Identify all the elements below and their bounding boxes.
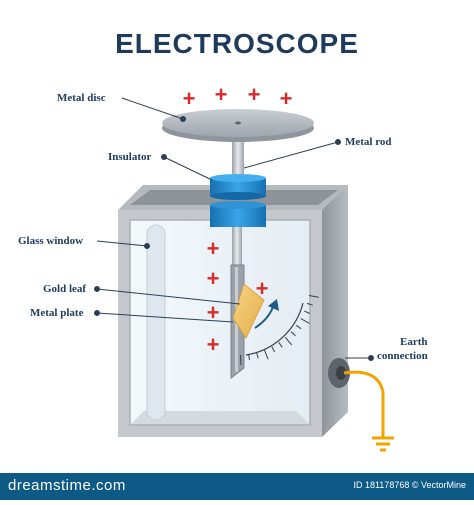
leader-dot-metal-plate: [95, 311, 100, 316]
diagram-title: ELECTROSCOPE: [0, 28, 474, 60]
leader-dot-metal-disc: [181, 117, 186, 122]
label-insulator: Insulator: [108, 151, 151, 163]
footer-image-credit: ID 181178768 © VectorMine: [353, 480, 466, 490]
leader-dot-metal-rod: [336, 140, 341, 145]
footer-bar: dreamstime.com ID 181178768 © VectorMine: [0, 473, 474, 500]
metal-disc-hole: [235, 122, 241, 125]
leader-metal-rod: [244, 142, 338, 168]
rod-plus-5: +: [207, 332, 220, 357]
label-metal-rod: Metal rod: [345, 136, 392, 148]
rod-plus-2: +: [207, 266, 220, 291]
disc-plus-2: +: [215, 82, 228, 107]
label-metal-plate: Metal plate: [30, 307, 83, 319]
footer-brand[interactable]: dreamstime.com: [8, 477, 126, 494]
disc-plus-4: +: [280, 86, 293, 111]
label-metal-disc: Metal disc: [57, 92, 106, 104]
leader-dot-insulator: [162, 155, 167, 160]
disc-plus-1: +: [183, 86, 196, 111]
disc-plus-3: +: [248, 82, 261, 107]
rod-plus-4: +: [207, 300, 220, 325]
upper-insulator-bottom: [210, 192, 266, 200]
earth-wire: [344, 372, 383, 437]
leader-dot-glass-window: [145, 244, 150, 249]
label-glass-window: Glass window: [18, 235, 83, 247]
rod-plus-3: +: [256, 276, 269, 301]
metal-rod-lower: [232, 227, 242, 267]
upper-insulator-top: [210, 174, 266, 182]
leader-metal-disc: [122, 98, 183, 119]
label-connection: connection: [377, 350, 428, 362]
label-earth: Earth: [400, 336, 428, 348]
lower-insulator-top: [210, 201, 266, 209]
box-right-face: [322, 185, 348, 437]
leader-dot-gold-leaf: [95, 287, 100, 292]
label-gold-leaf: Gold leaf: [43, 283, 86, 295]
rod-plus-1: +: [207, 236, 220, 261]
leader-insulator: [164, 157, 212, 180]
glass-highlight: [147, 225, 165, 420]
leader-dot-earth-connection: [369, 356, 374, 361]
